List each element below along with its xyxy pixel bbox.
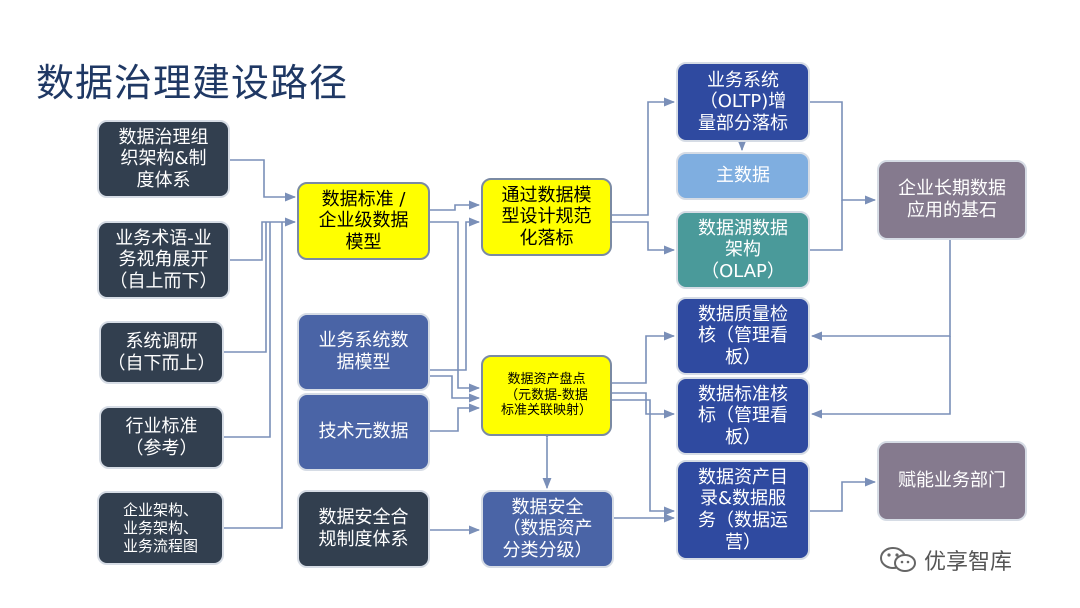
- edge-inventory-stdcheck: [612, 392, 676, 419]
- node-oltp: 业务系统 （OLTP)增 量部分落标: [676, 62, 810, 142]
- node-std: 数据标准 / 企业级数据 模型: [297, 182, 430, 260]
- node-design: 通过数据模 型设计规范 化落标: [481, 178, 612, 256]
- node-survey: 系统调研 （自下而上）: [99, 321, 224, 384]
- edge-std-design: [430, 200, 481, 211]
- edge-oltp-foundation: [810, 101, 877, 205]
- edge-inventory-catalog: [612, 399, 676, 516]
- edge-foundation-stdcheck: [810, 336, 951, 419]
- edge-inventory-quality: [612, 331, 676, 384]
- edge-lake-foundation: [810, 200, 843, 251]
- node-secpolicy: 数据安全合 规制度体系: [297, 490, 430, 568]
- edge-terms-std: [230, 217, 297, 261]
- edge-survey-std: [224, 222, 267, 353]
- watermark-text: 优享智库: [924, 550, 1013, 575]
- edge-bizmodel-inventory: [430, 375, 481, 403]
- edge-org-std: [230, 159, 297, 202]
- node-quality: 数据质量检 核（管理看 板）: [676, 297, 810, 375]
- node-industry: 行业标准 （参考）: [99, 406, 224, 469]
- wechat-icon: [880, 547, 916, 572]
- edge-bizmodel-design: [430, 217, 481, 371]
- edge-foundation-quality: [810, 240, 951, 341]
- node-enable: 赋能业务部门: [877, 441, 1027, 521]
- node-catalog: 数据资产目 录&数据服 务（数据运 营）: [676, 460, 810, 560]
- page-title: 数据治理建设路径: [36, 61, 349, 105]
- edge-std-inventory: [430, 221, 481, 393]
- node-bizmodel: 业务系统数 据模型: [297, 313, 430, 391]
- node-foundation: 企业长期数据 应用的基石: [877, 160, 1027, 240]
- edge-catalog-enable: [810, 477, 877, 512]
- edge-design-oltp: [612, 97, 676, 216]
- edge-design-lake: [612, 221, 676, 255]
- node-techmeta: 技术元数据: [297, 393, 430, 471]
- edge-industry-std: [224, 222, 271, 438]
- edge-techmeta-inventory: [430, 403, 481, 432]
- edge-arch-std: [224, 222, 283, 529]
- node-org: 数据治理组 织架构&制 度体系: [97, 120, 230, 198]
- node-lake: 数据湖数据 架构 （OLAP）: [676, 211, 810, 289]
- node-inventory: 数据资产盘点 （元数据-数据 标准关联映射）: [481, 355, 612, 436]
- watermark: 优享智库: [878, 544, 1012, 576]
- node-master: 主数据: [676, 152, 810, 200]
- node-arch: 企业架构、 业务架构、 业务流程图: [97, 491, 224, 565]
- node-stdcheck: 数据标准核 标（管理看 板）: [676, 377, 810, 455]
- node-terms: 业务术语-业 务视角展开 （自上而下）: [97, 221, 230, 299]
- node-security: 数据安全 （数据资产 分类分级）: [481, 490, 614, 568]
